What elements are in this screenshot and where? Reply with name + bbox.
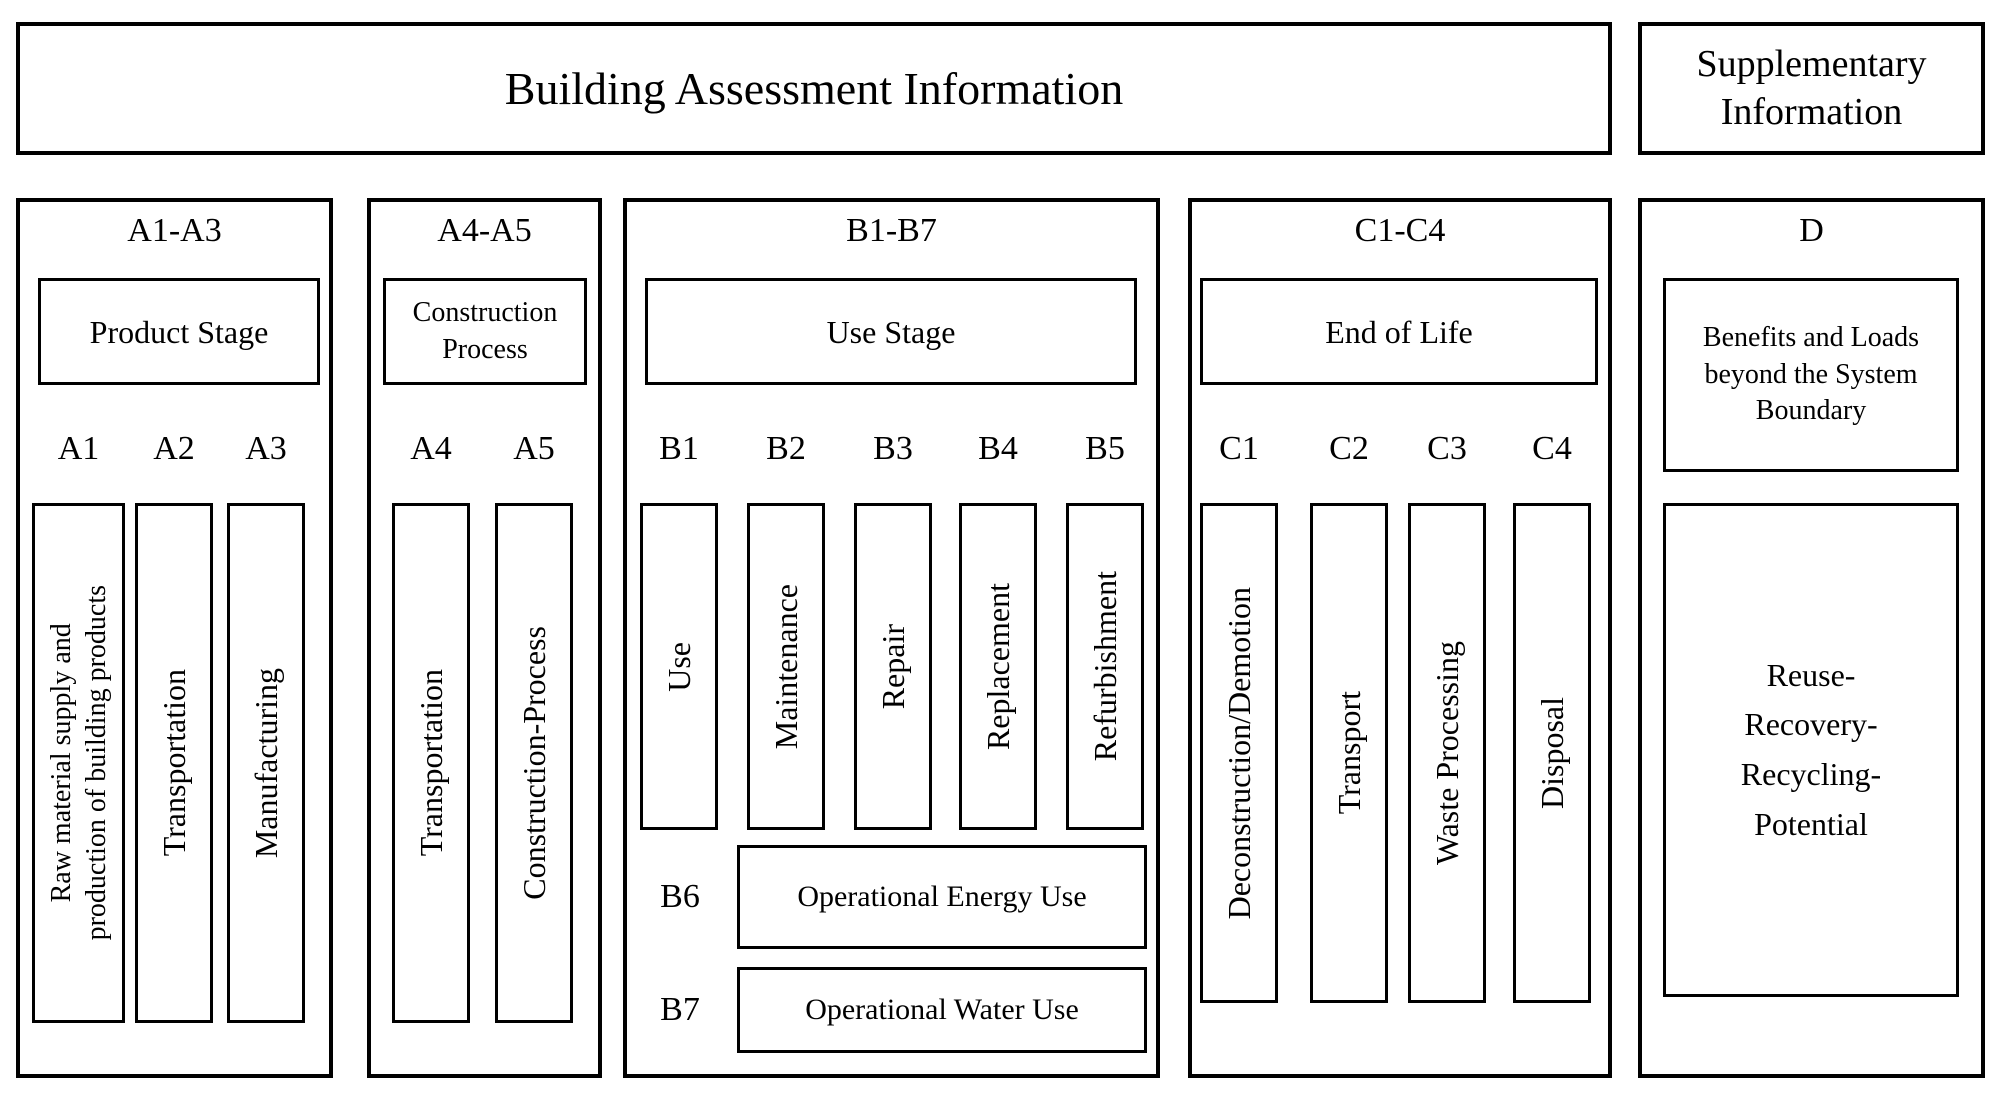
module-bar-c1: Deconstruction/Demotion (1200, 503, 1278, 1003)
module-code-c2: C2 (1329, 430, 1369, 467)
module-label-a4: Transportation (413, 669, 449, 857)
stage-box-construction-process: Construction Process (383, 278, 587, 385)
module-bar-a4: Transportation (392, 503, 470, 1023)
module-label-b6: Operational Energy Use (797, 880, 1087, 913)
module-box-reuse-recovery-recycling-potential: Reuse- Recovery- Recycling- Potential (1663, 503, 1959, 997)
module-label-a1: Raw material supply and production of bu… (45, 585, 112, 941)
stage-group-code-b1-b7: B1-B7 (846, 212, 937, 249)
module-code-c4: C4 (1532, 430, 1572, 467)
module-bar-b3: Repair (854, 503, 932, 830)
module-label-c4: Disposal (1534, 697, 1570, 809)
stage-group-code-d: D (1799, 212, 1824, 249)
stage-box-use-stage: Use Stage (645, 278, 1137, 385)
building-assessment-title-box: Building Assessment Information (16, 22, 1612, 155)
module-label-b4: Replacement (980, 582, 1016, 751)
module-label-b7: Operational Water Use (805, 993, 1079, 1026)
module-label-c3: Waste Processing (1429, 640, 1465, 866)
module-label-b1: Use (661, 641, 697, 692)
module-bar-b4: Replacement (959, 503, 1037, 830)
stage-label-benefits-and-loads: Benefits and Loads beyond the System Bou… (1702, 322, 1920, 427)
stage-group-code-c1-c4: C1-C4 (1354, 212, 1446, 249)
module-code-a3: A3 (245, 430, 287, 467)
module-code-a5: A5 (513, 430, 555, 467)
module-bar-c2: Transport (1310, 503, 1388, 1003)
module-label-a3: Manufacturing (248, 667, 284, 859)
module-code-c1: C1 (1219, 430, 1259, 467)
stage-box-end-of-life: End of Life (1200, 278, 1598, 385)
supplementary-information-title: Supplementary Information (1696, 43, 1927, 133)
stage-label-use-stage: Use Stage (826, 313, 956, 350)
supplementary-information-box: Supplementary Information (1638, 22, 1985, 155)
module-label-b3: Repair (875, 623, 911, 710)
building-assessment-title: Building Assessment Information (504, 63, 1124, 114)
module-code-a1: A1 (57, 430, 100, 467)
module-bar-a5: Construction-Process (495, 503, 573, 1023)
module-label-b2: Maintenance (768, 583, 804, 750)
module-code-b3: B3 (873, 430, 913, 467)
stage-box-product-stage: Product Stage (38, 278, 320, 385)
stage-group-code-a1-a3: A1-A3 (127, 212, 222, 249)
stage-label-end-of-life: End of Life (1325, 313, 1473, 350)
stage-box-benefits-and-loads: Benefits and Loads beyond the System Bou… (1663, 278, 1959, 472)
module-label-a2: Transportation (156, 669, 192, 857)
stage-label-construction-process: Construction Process (412, 297, 558, 365)
module-bar-b5: Refurbishment (1066, 503, 1144, 830)
module-bar-a3: Manufacturing (227, 503, 305, 1023)
module-label-c1: Deconstruction/Demotion (1221, 586, 1257, 920)
module-box-operational-water-use: Operational Water Use (737, 967, 1147, 1053)
module-bar-b1: Use (640, 503, 718, 830)
stage-label-product-stage: Product Stage (89, 313, 269, 350)
module-label-reuse-recovery-recycling-potential: Reuse- Recovery- Recycling- Potential (1740, 656, 1882, 842)
module-label-a5: Construction-Process (516, 626, 552, 900)
module-code-b7: B7 (660, 991, 700, 1028)
module-bar-c4: Disposal (1513, 503, 1591, 1003)
module-code-a4: A4 (410, 430, 452, 467)
module-bar-a2: Transportation (135, 503, 213, 1023)
module-box-operational-energy-use: Operational Energy Use (737, 845, 1147, 949)
module-code-b4: B4 (978, 430, 1018, 467)
module-label-c2: Transport (1331, 691, 1367, 815)
module-code-b5: B5 (1085, 430, 1125, 467)
module-bar-c3: Waste Processing (1408, 503, 1486, 1003)
module-bar-a1: Raw material supply and production of bu… (32, 503, 125, 1023)
module-code-c3: C3 (1427, 430, 1467, 467)
module-bar-b2: Maintenance (747, 503, 825, 830)
module-code-b6: B6 (660, 878, 700, 915)
module-code-b2: B2 (766, 430, 806, 467)
module-code-a2: A2 (153, 430, 195, 467)
module-code-b1: B1 (659, 430, 699, 467)
module-label-b5: Refurbishment (1087, 571, 1123, 762)
stage-group-code-a4-a5: A4-A5 (437, 212, 532, 249)
